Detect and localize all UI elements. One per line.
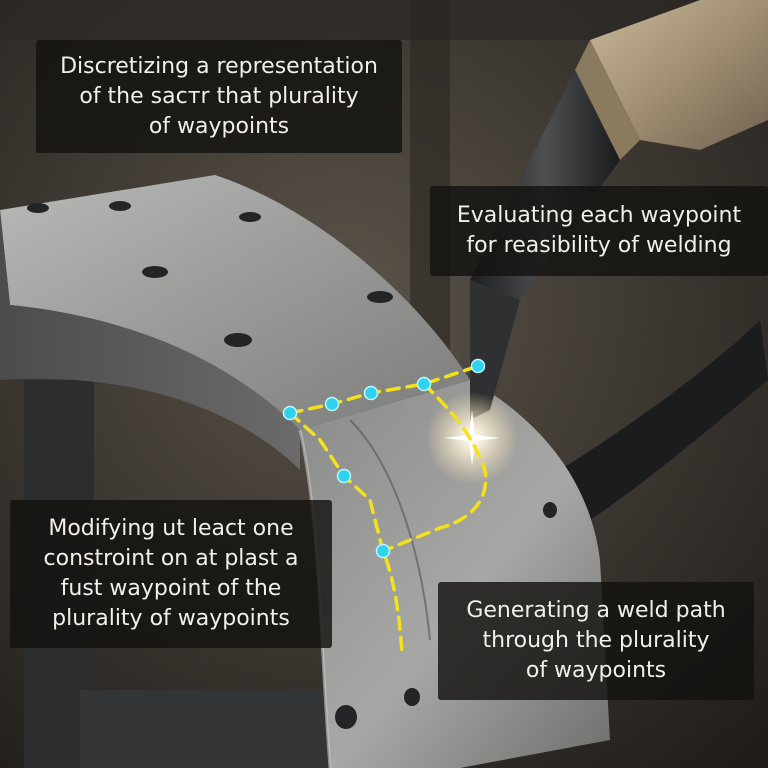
caption-discretize: Discretizing a representation of the sac…	[36, 40, 402, 153]
waypoint	[363, 385, 379, 401]
waypoint	[375, 543, 391, 559]
stand-base	[80, 690, 360, 768]
waypoint	[282, 405, 298, 421]
waypoints	[282, 358, 486, 559]
bolt-holes	[27, 201, 557, 729]
hose	[560, 320, 768, 520]
caption-generate: Generating a weld path through the plura…	[438, 582, 754, 700]
bracket-side-face	[0, 210, 300, 470]
caption-evaluate: Evaluating each waypoint for reasibility…	[430, 186, 768, 276]
bracket-top-face	[0, 175, 470, 430]
bracket-seam	[349, 419, 431, 641]
waypoint	[324, 396, 340, 412]
caption-modify: Modifying ut leact one constroint on at …	[10, 500, 332, 648]
welding-arc-spark-icon	[426, 392, 518, 484]
waypoint	[416, 376, 432, 392]
waypoint	[470, 358, 486, 374]
waypoint	[336, 468, 352, 484]
